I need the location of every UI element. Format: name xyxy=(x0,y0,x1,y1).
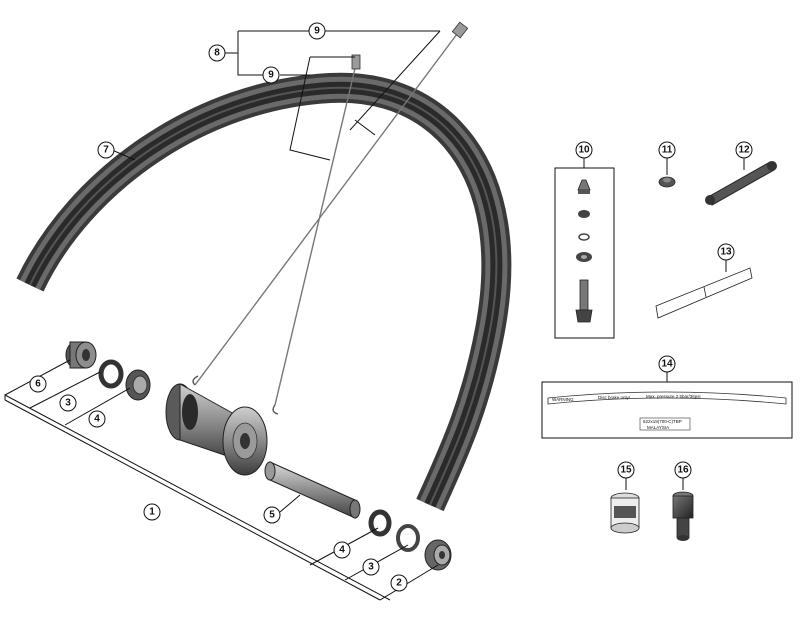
leader-lines xyxy=(4,30,441,601)
callout-4a: 4 xyxy=(88,410,106,428)
rim-label-warning: WARNING xyxy=(552,397,574,402)
callouts: 1 2 3 3 4 4 5 6 7 8 9 9 10 11 12 13 14 1… xyxy=(29,22,753,592)
svg-text:6: 6 xyxy=(35,379,41,390)
valve-kit xyxy=(554,158,615,339)
callout-3b: 3 xyxy=(362,558,380,576)
callout-7: 7 xyxy=(97,141,115,159)
callout-2: 2 xyxy=(390,574,408,592)
svg-text:13: 13 xyxy=(720,247,732,258)
rim-label-box: WARNING Disc brake only! Max. pressure 2… xyxy=(541,372,793,439)
spokes xyxy=(192,29,461,415)
hub-axle xyxy=(264,461,361,519)
valve-cap xyxy=(658,158,676,188)
grease-container xyxy=(610,478,640,534)
svg-text:5: 5 xyxy=(269,510,275,521)
svg-text:9: 9 xyxy=(314,26,320,37)
bearing-left xyxy=(125,369,151,401)
rim-label-disc: Disc brake only! xyxy=(598,395,630,400)
washer-left xyxy=(98,359,124,389)
callout-9a: 9 xyxy=(308,22,326,40)
lockring-tool xyxy=(672,478,694,541)
callout-9b: 9 xyxy=(262,66,280,84)
svg-text:7: 7 xyxy=(103,145,109,156)
callout-11: 11 xyxy=(658,141,676,159)
callout-3a: 3 xyxy=(59,394,77,412)
rim-tape xyxy=(655,260,753,319)
svg-text:14: 14 xyxy=(661,359,673,370)
callout-10: 10 xyxy=(575,141,593,159)
svg-text:4: 4 xyxy=(339,545,345,556)
svg-text:11: 11 xyxy=(662,145,673,156)
washer-right xyxy=(368,509,392,537)
svg-text:8: 8 xyxy=(214,48,220,59)
callout-5: 5 xyxy=(263,506,281,524)
rim-label-origin: MALAYSIA xyxy=(647,425,669,430)
svg-text:1: 1 xyxy=(149,507,155,518)
callout-15: 15 xyxy=(617,461,635,479)
rim-label-code: 622x19(700-C)TBP xyxy=(643,419,682,424)
svg-text:3: 3 xyxy=(368,562,374,573)
rim xyxy=(16,72,512,512)
callout-14: 14 xyxy=(658,355,676,373)
rim-label-pressure: Max. pressure 2.5bar/36psi xyxy=(646,394,701,399)
hub-body xyxy=(165,383,268,476)
callout-13: 13 xyxy=(717,243,735,261)
svg-text:12: 12 xyxy=(738,145,750,156)
svg-text:4: 4 xyxy=(94,414,100,425)
callout-1: 1 xyxy=(143,503,161,521)
svg-text:16: 16 xyxy=(677,465,689,476)
svg-text:2: 2 xyxy=(396,578,402,589)
hub-bearing-left xyxy=(65,341,97,369)
callout-4b: 4 xyxy=(333,541,351,559)
spoke-wrench xyxy=(705,158,777,206)
spacer-right xyxy=(396,524,420,552)
svg-text:9: 9 xyxy=(268,70,274,81)
callout-16: 16 xyxy=(674,461,692,479)
svg-text:10: 10 xyxy=(578,145,590,156)
callout-6: 6 xyxy=(29,375,47,393)
callout-12: 12 xyxy=(735,141,753,159)
end-cap-right xyxy=(424,539,452,571)
spoke-nipples xyxy=(351,21,469,70)
svg-text:15: 15 xyxy=(620,465,632,476)
svg-text:3: 3 xyxy=(65,398,71,409)
callout-8: 8 xyxy=(208,44,226,62)
